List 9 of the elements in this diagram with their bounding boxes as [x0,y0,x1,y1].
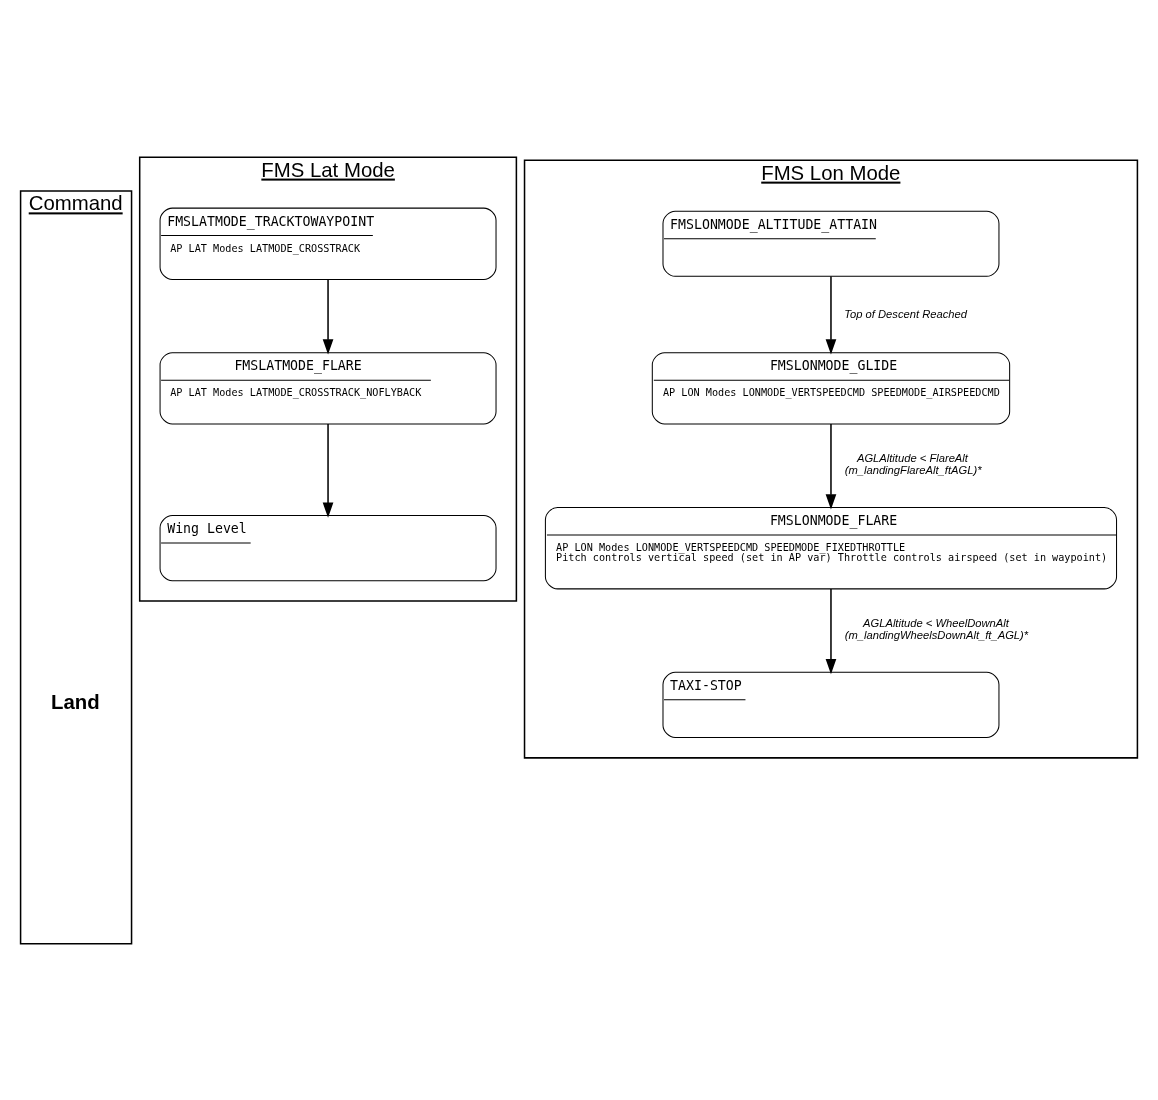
arrow [322,278,334,355]
arrow [825,587,837,674]
arrow [825,422,837,510]
edge-label: AGLAltitude < FlareAlt (m_landingFlareAlt_ftAGL)* [844,451,982,476]
edge-label: Top of Descent Reached [844,307,967,320]
edge-label: AGLAltitude < WheelDownAlt (m_landingWheelsDownAlt_ft_AGL)* [844,616,1029,641]
arrow [322,422,334,518]
label: Land [51,690,100,713]
arrow [825,275,837,355]
